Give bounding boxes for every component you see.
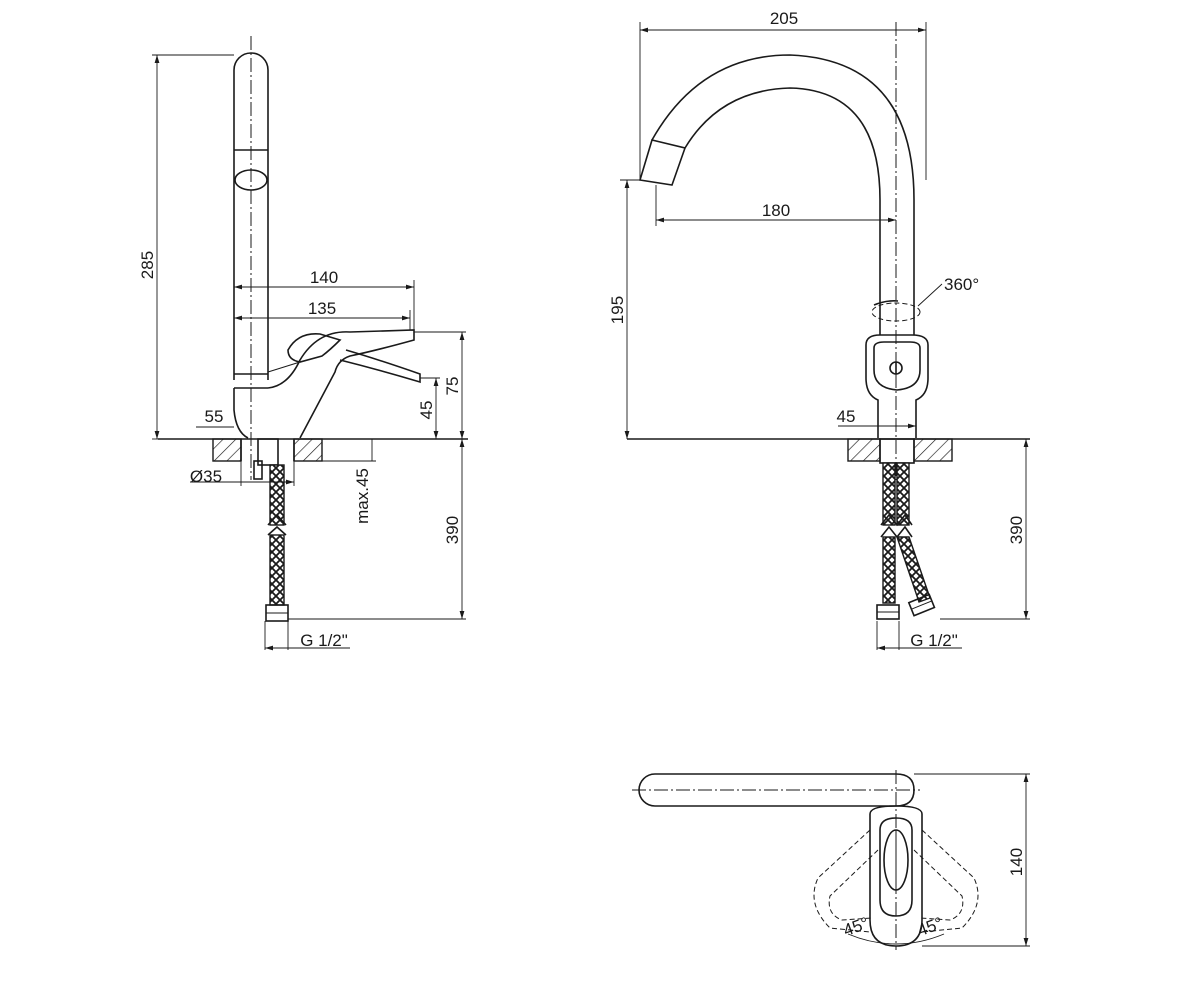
side-dimension-labels: 285 140 135 75 45 55 Ø35 max.45 390 G 1/…: [138, 251, 462, 650]
dim-140: 140: [310, 268, 338, 287]
top-dimension-labels: 140 45° 45°: [841, 848, 1026, 940]
dim-55: 55: [205, 407, 224, 426]
dim-360-degrees: 360°: [944, 275, 979, 294]
front-view: 205 180 195 360° 45 390 G 1/2": [608, 9, 1030, 651]
top-spout: [632, 770, 920, 950]
dim-135: 135: [308, 299, 336, 318]
dim-390-front: 390: [1007, 516, 1026, 544]
dim-thread-side: G 1/2": [300, 631, 348, 650]
dim-140-top: 140: [1007, 848, 1026, 876]
top-body: [869, 805, 923, 947]
dim-75: 75: [443, 377, 462, 396]
front-hoses: [876, 462, 936, 620]
top-dimensions: [914, 773, 1030, 947]
side-spout: [233, 36, 269, 480]
dim-205: 205: [770, 9, 798, 28]
dim-285: 285: [138, 251, 157, 279]
side-handle: [267, 329, 421, 439]
front-spout: [638, 22, 921, 480]
top-view: 140 45° 45°: [632, 770, 1030, 950]
dim-180: 180: [762, 201, 790, 220]
dim-45-base: 45: [837, 407, 856, 426]
side-hose: [265, 464, 289, 622]
side-counter-section: [212, 438, 323, 480]
angle-45-left: 45°: [841, 914, 872, 941]
dim-thread-front: G 1/2": [910, 631, 958, 650]
dim-45: 45: [417, 401, 436, 420]
side-dimensions: [152, 54, 466, 651]
dim-max-45: max.45: [353, 468, 372, 524]
front-body: [865, 334, 929, 438]
front-counter-section: [847, 438, 953, 464]
angle-45-right: 45°: [915, 914, 946, 941]
front-dimensions: [620, 22, 1030, 651]
side-view: 285 140 135 75 45 55 Ø35 max.45 390 G 1/…: [138, 36, 468, 651]
front-dimension-labels: 205 180 195 360° 45 390 G 1/2": [608, 9, 1026, 650]
top-handle-ghosts: [813, 829, 979, 945]
dim-diameter-35: Ø35: [190, 467, 222, 486]
dim-390-side: 390: [443, 516, 462, 544]
dim-195: 195: [608, 296, 627, 324]
